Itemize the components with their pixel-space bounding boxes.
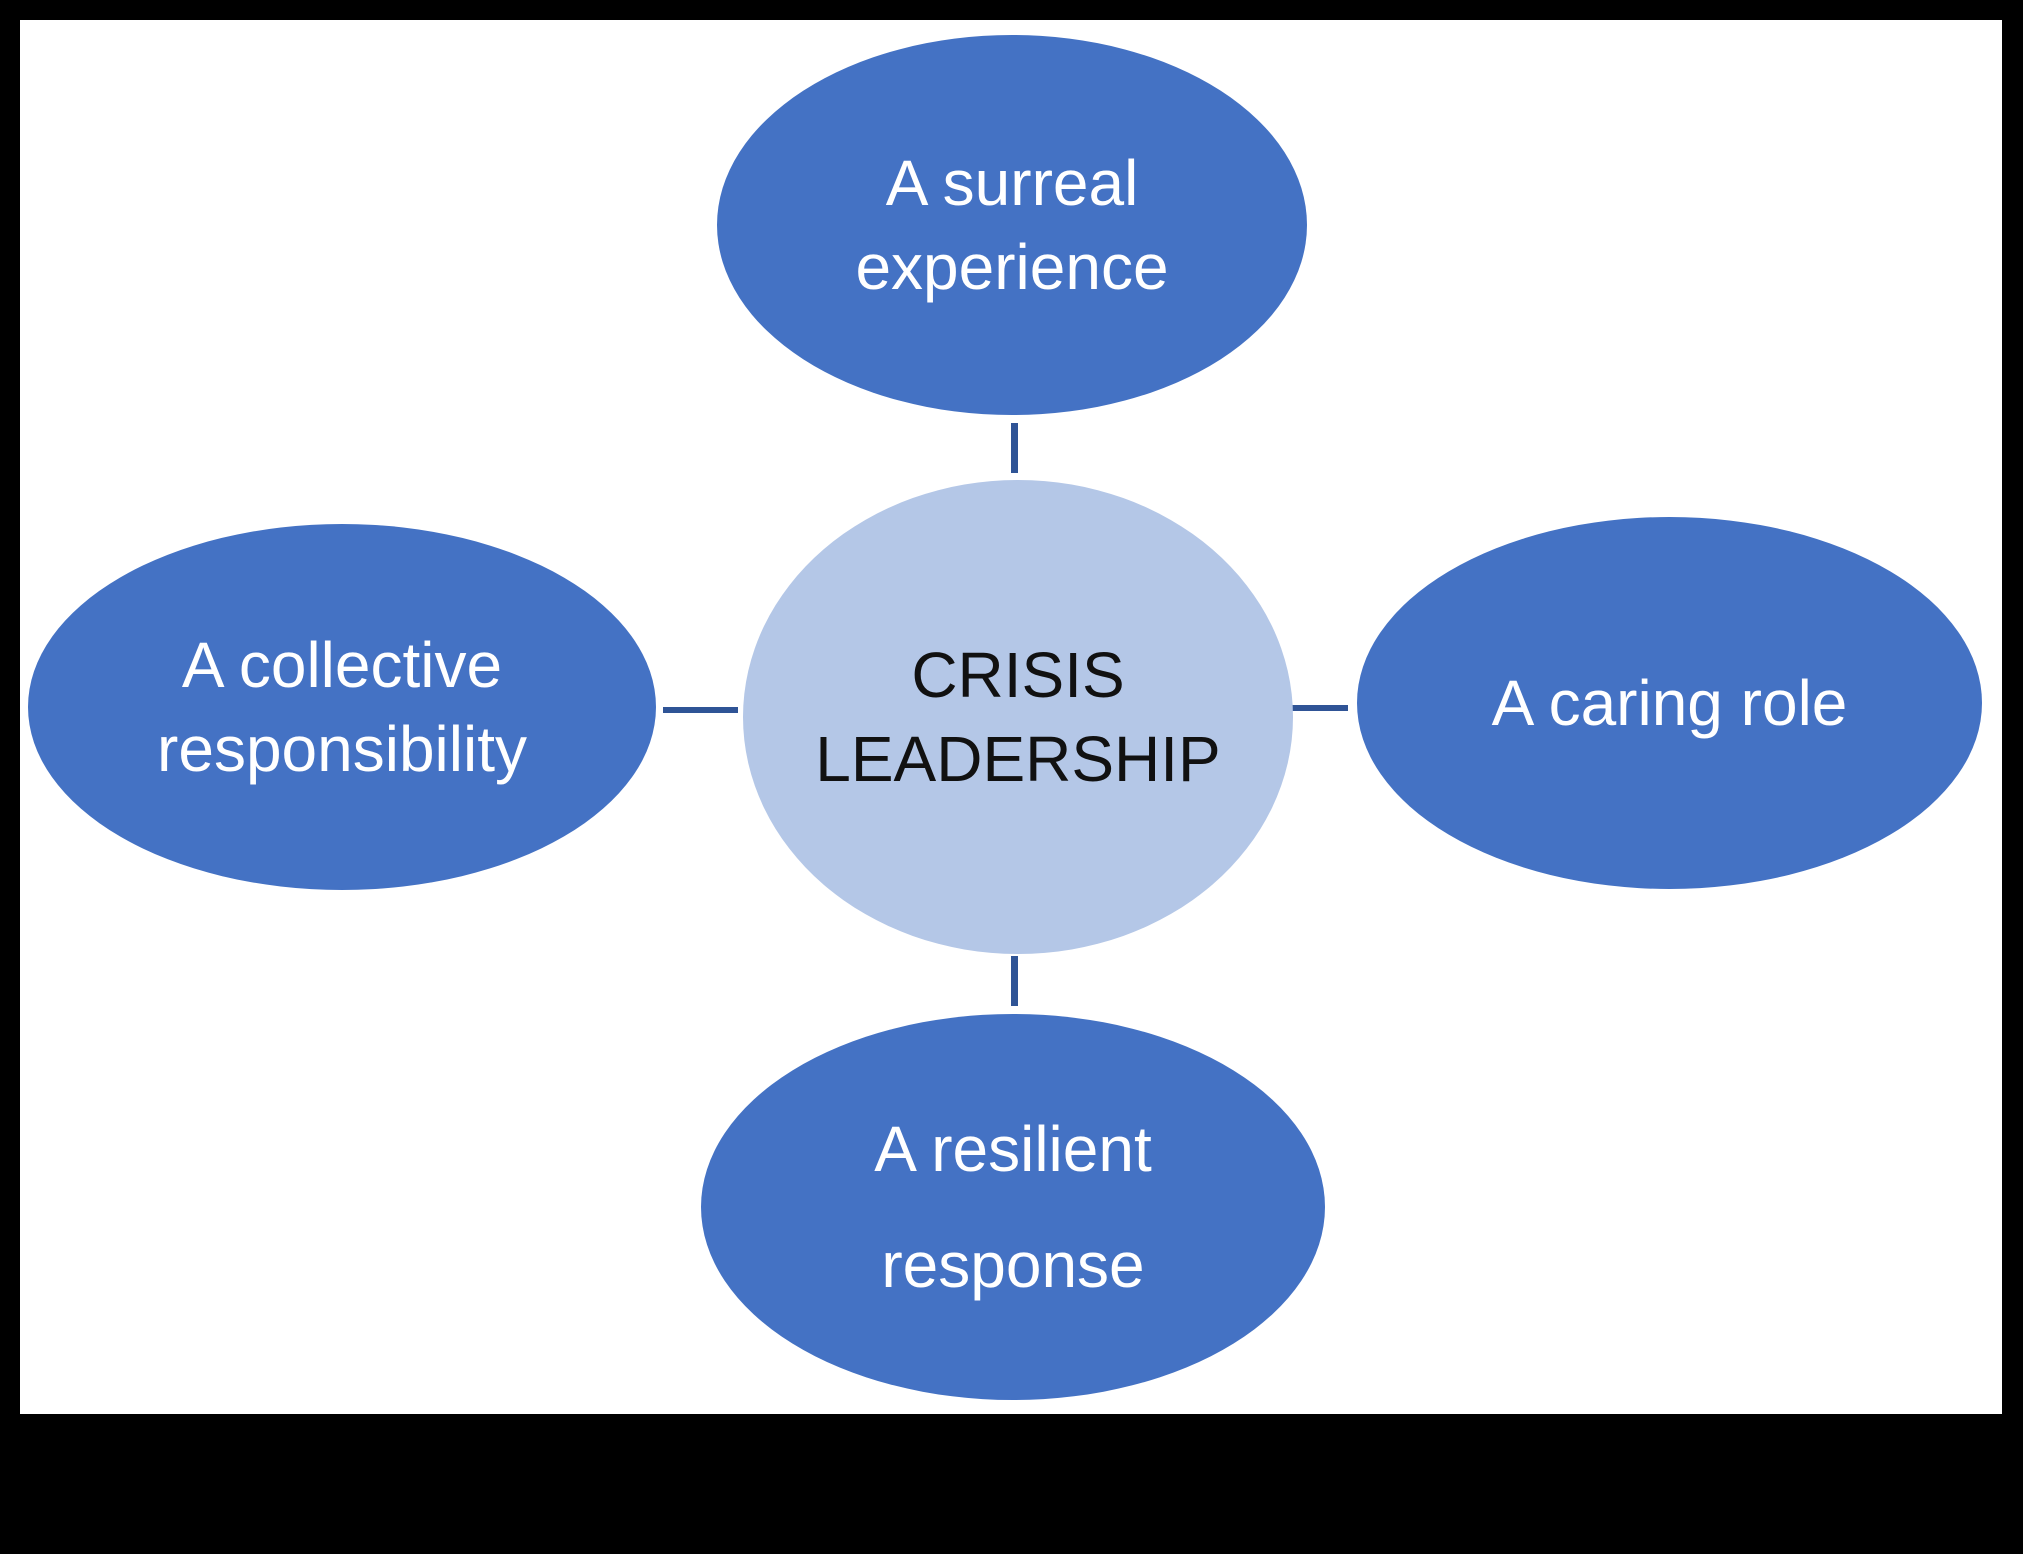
node-top-line2: experience (855, 231, 1169, 303)
connector-left (663, 707, 738, 713)
connector-top (1011, 423, 1018, 473)
node-caring-role: A caring role (1357, 517, 1982, 889)
node-top-line1: A surreal (885, 147, 1139, 219)
node-collective-responsibility: A collective responsibility (28, 524, 656, 890)
center-crisis-leadership: CRISIS LEADERSHIP (743, 480, 1293, 954)
connector-right (1290, 705, 1348, 711)
center-line2: LEADERSHIP (815, 723, 1221, 795)
node-surreal-experience: A surreal experience (717, 35, 1307, 415)
node-left-line1: A collective (181, 629, 503, 701)
node-left-line2: responsibility (157, 713, 527, 785)
node-right-line1: A caring role (1491, 667, 1848, 739)
node-bottom-line2: response (881, 1229, 1145, 1301)
diagram-canvas: A surreal experience A collective respon… (20, 20, 2002, 1414)
center-line1: CRISIS (911, 639, 1125, 711)
connector-bottom (1011, 956, 1018, 1006)
node-resilient-response: A resilient response (701, 1014, 1325, 1400)
node-bottom-line1: A resilient (874, 1113, 1152, 1185)
